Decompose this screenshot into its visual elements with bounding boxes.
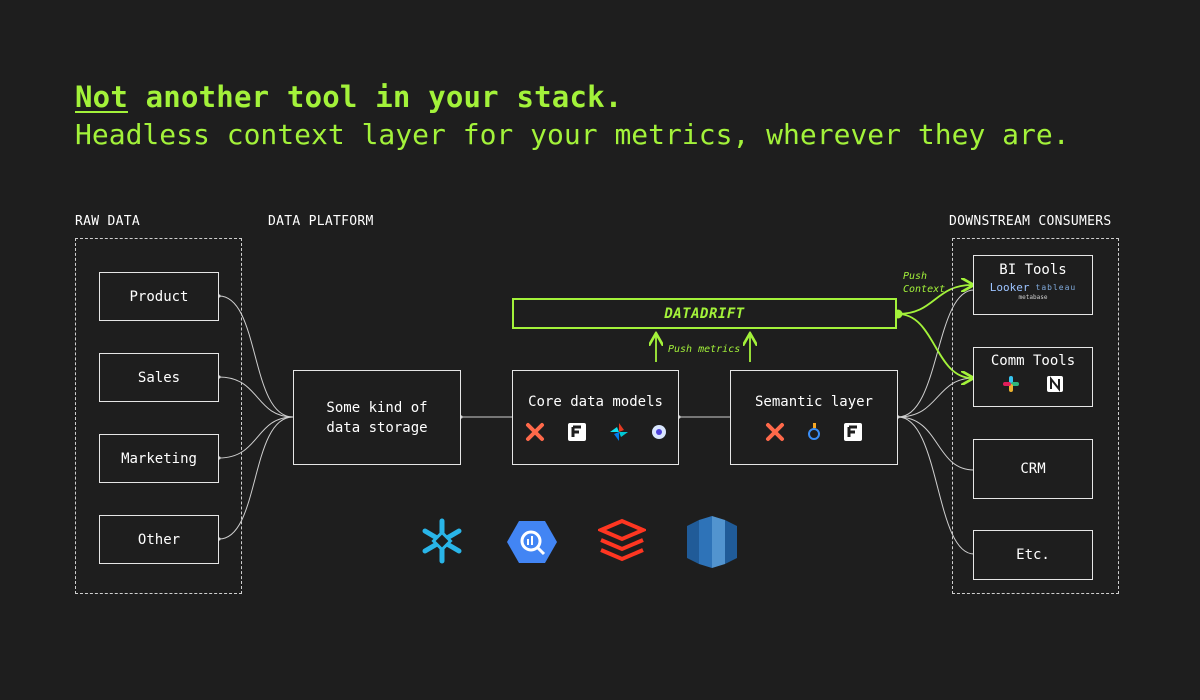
headline: Not another tool in your stack. [75, 80, 622, 114]
source-other: Other [99, 515, 219, 564]
core-models-label: Core data models [528, 393, 663, 410]
source-product: Product [99, 272, 219, 321]
databricks-icon [598, 518, 646, 562]
dagster-icon [651, 424, 666, 439]
source-marketing: Marketing [99, 434, 219, 483]
core-models-icons [525, 422, 667, 442]
consumer-etc: Etc. [973, 530, 1093, 580]
section-downstream: DOWNSTREAM CONSUMERS [949, 214, 1112, 229]
snowflake-icon [422, 518, 462, 564]
tableau-logo: tableau [1035, 283, 1077, 292]
semantic-layer-icons [765, 422, 863, 442]
storage-line1: Some kind of [326, 399, 428, 416]
bi-tools-label: BI Tools [999, 262, 1067, 278]
datadrift-bar: DATADRIFT [512, 298, 897, 329]
headline-rest: another tool in your stack. [127, 80, 623, 114]
push-context-line2: Context [903, 284, 946, 295]
consumer-bi-tools: BI Tools Looker tableau metabase [973, 255, 1093, 315]
bi-tools-logos: Looker tableau [990, 281, 1076, 294]
raw-data-container [75, 238, 242, 594]
fivetran-icon [844, 422, 862, 441]
notion-icon [1047, 376, 1063, 392]
fivetran-icon [567, 422, 586, 441]
headline-emphasis: Not [75, 80, 128, 114]
data-storage-box: Some kind of data storage [293, 370, 461, 465]
consumer-crm: CRM [973, 439, 1093, 499]
looker-logo: Looker [989, 281, 1030, 294]
comm-tools-label: Comm Tools [990, 353, 1076, 369]
core-data-models-box: Core data models [512, 370, 679, 465]
section-data-platform: DATA PLATFORM [268, 214, 374, 229]
source-sales: Sales [99, 353, 219, 402]
dbt-icon [525, 422, 544, 441]
downstream-container [952, 238, 1119, 594]
consumer-comm-tools: Comm Tools [973, 347, 1093, 407]
semantic-layer-box: Semantic layer [730, 370, 898, 465]
push-context-line1: Push [903, 271, 928, 282]
semantic-layer-label: Semantic layer [754, 393, 873, 410]
push-context-label: Push Context [903, 270, 945, 296]
redshift-icon [687, 516, 737, 568]
comm-tools-icons [1002, 375, 1064, 393]
cube-icon [808, 422, 820, 440]
section-raw-data: RAW DATA [75, 214, 141, 229]
bigquery-icon [507, 521, 557, 563]
dbt-icon [766, 422, 784, 441]
storage-line2: data storage [326, 419, 428, 436]
subtitle: Headless context layer for your metrics,… [75, 118, 1070, 151]
push-metrics-label: Push metrics [668, 344, 741, 355]
airflow-icon [609, 422, 628, 441]
metabase-logo: metabase [1018, 294, 1048, 301]
slack-icon [1003, 376, 1019, 392]
